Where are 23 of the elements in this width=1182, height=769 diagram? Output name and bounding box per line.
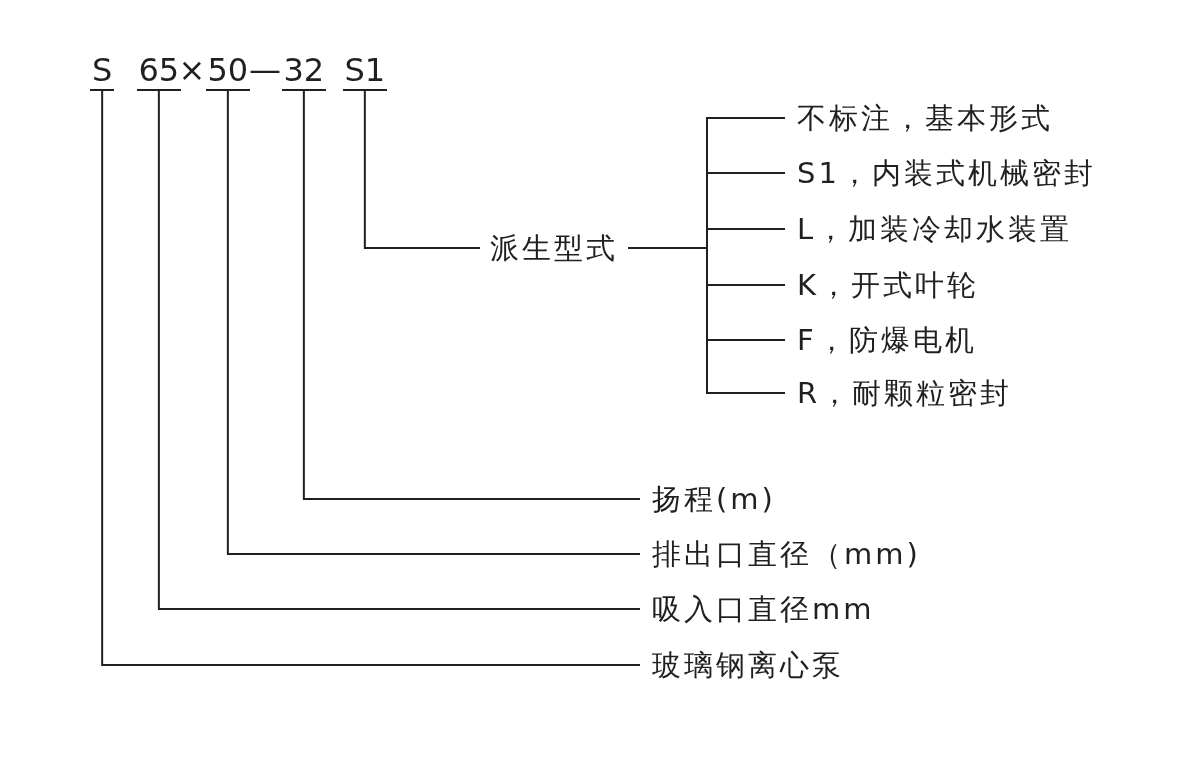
code-segment: S1 xyxy=(342,54,388,91)
code-segment: 50 xyxy=(205,54,251,91)
category-label: 派生型式 xyxy=(480,230,628,266)
option-label: K，开式叶轮 xyxy=(785,267,980,303)
code-segment: 32 xyxy=(281,54,327,91)
branch-line xyxy=(627,247,786,394)
description-label: 玻璃钢离心泵 xyxy=(640,647,844,683)
code-segment: 65 xyxy=(136,54,182,91)
code-segment: S xyxy=(90,54,115,91)
leader-line xyxy=(226,90,641,555)
leader-line xyxy=(363,90,481,249)
option-label: 不标注，基本形式 xyxy=(785,100,1053,136)
description-label: 扬程(m) xyxy=(640,481,776,517)
option-label: F，防爆电机 xyxy=(785,322,977,358)
dash-separator: — xyxy=(249,54,281,86)
leader-line xyxy=(157,90,641,610)
leader-line xyxy=(101,90,641,666)
description-label: 吸入口直径mm xyxy=(640,591,875,627)
option-label: S1，内装式机械密封 xyxy=(785,155,1096,191)
option-label: R，耐颗粒密封 xyxy=(785,375,1013,411)
description-label: 排出口直径（mm) xyxy=(640,536,921,572)
leader-line xyxy=(302,90,641,500)
option-label: L，加装冷却水装置 xyxy=(785,211,1073,247)
